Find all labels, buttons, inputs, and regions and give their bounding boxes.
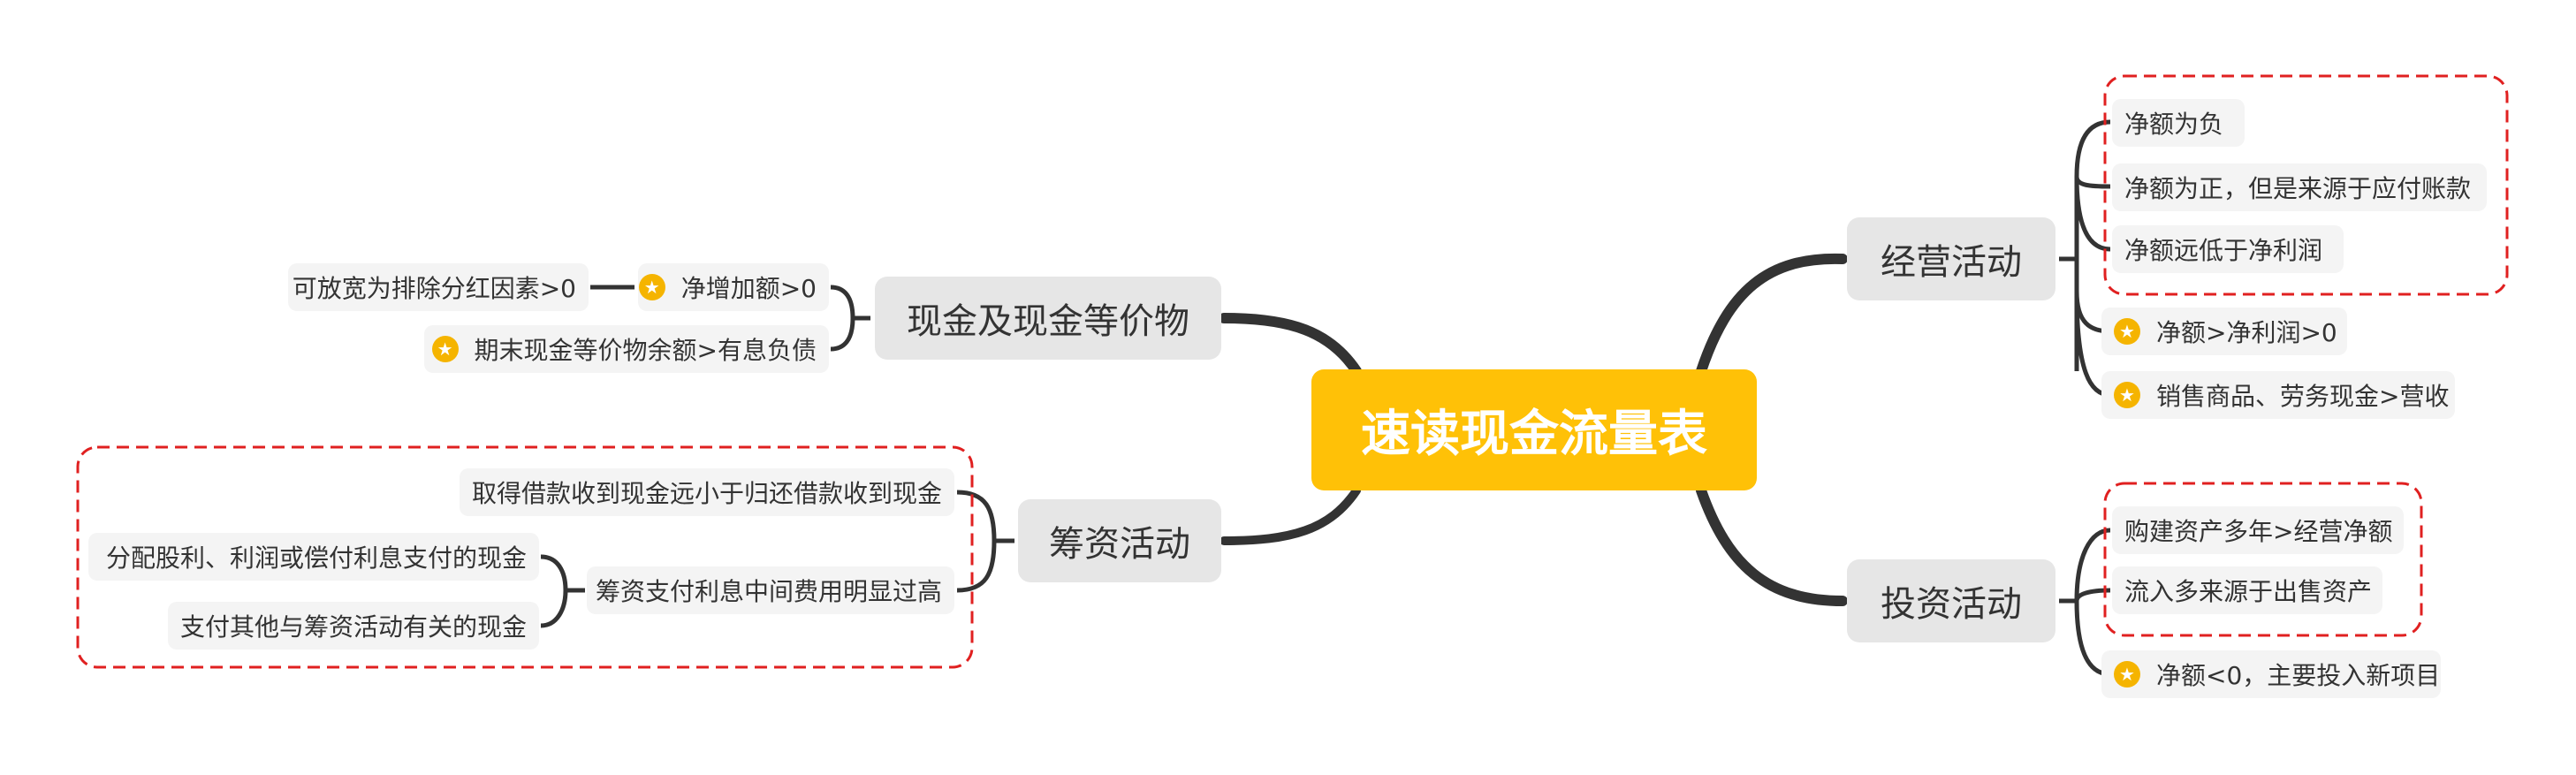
financing-item-1[interactable]: 取得借款收到现金远小于归还借款收到现金 [460, 468, 954, 516]
operating-item-5[interactable]: ★ 销售商品、劳务现金>营收 [2101, 371, 2455, 419]
financing-bracket [540, 490, 1014, 628]
financing-item-2-label: 筹资支付利息中间费用明显过高 [595, 577, 942, 606]
investing-item-1-label: 购建资产多年>经营净额 [2124, 517, 2393, 546]
investing-bracket [2059, 528, 2111, 677]
highlight-box-investing [2103, 482, 2423, 637]
cash-item-1-label: 净增加额>0 [680, 274, 817, 303]
branch-connector-investing [1696, 485, 1848, 606]
investing-item-1[interactable]: 购建资产多年>经营净额 [2112, 506, 2404, 554]
branch-investing[interactable]: 投资活动 [1847, 559, 2055, 642]
operating-item-2-label: 净额为正，但是来源于应付账款 [2124, 174, 2472, 203]
highlight-box-financing [76, 445, 974, 669]
cash-item-2-label: 期末现金等价物余额>有息负债 [474, 336, 817, 365]
branch-connector-operating [1696, 253, 1848, 376]
investing-item-3-label: 净额<0，主要投入新项目 [2156, 661, 2441, 690]
operating-item-4[interactable]: ★ 净额>净利润>0 [2101, 308, 2347, 355]
operating-item-1-label: 净额为负 [2124, 110, 2224, 139]
operating-item-3[interactable]: 净额远低于净利润 [2112, 225, 2344, 273]
operating-item-3-label: 净额远低于净利润 [2124, 236, 2323, 265]
star-icon: ★ [431, 336, 459, 362]
operating-item-1[interactable]: 净额为负 [2112, 99, 2245, 147]
branch-financing[interactable]: 筹资活动 [1018, 499, 1221, 582]
investing-item-2-label: 流入多来源于出售资产 [2124, 577, 2373, 606]
star-icon: ★ [2114, 318, 2140, 345]
cash-bracket [590, 285, 870, 352]
financing-sub-item-1[interactable]: 分配股利、利润或偿付利息支付的现金 [88, 533, 539, 581]
financing-sub-item-2[interactable]: 支付其他与筹资活动有关的现金 [168, 602, 539, 650]
branch-operating[interactable]: 经营活动 [1847, 217, 2055, 300]
cash-sub-item-label: 可放宽为排除分红因素>0 [292, 274, 576, 303]
investing-item-2[interactable]: 流入多来源于出售资产 [2112, 566, 2382, 614]
operating-item-4-label: 净额>净利润>0 [2156, 318, 2337, 347]
operating-bracket [2059, 119, 2111, 398]
operating-item-5-label: 销售商品、劳务现金>营收 [2156, 382, 2450, 411]
branch-connector-cash [1219, 313, 1362, 376]
operating-item-2[interactable]: 净额为正，但是来源于应付账款 [2112, 163, 2487, 211]
star-icon: ★ [2114, 661, 2140, 688]
investing-item-3[interactable]: ★ 净额<0，主要投入新项目 [2101, 650, 2441, 698]
financing-sub-item-2-label: 支付其他与筹资活动有关的现金 [179, 612, 527, 642]
star-icon: ★ [2114, 382, 2140, 408]
branch-connector-financing [1220, 486, 1361, 545]
root-topic[interactable]: 速读现金流量表 [1311, 369, 1757, 490]
cash-item-1[interactable]: ★ 净增加额>0 [638, 263, 829, 311]
financing-item-1-label: 取得借款收到现金远小于归还借款收到现金 [471, 479, 942, 508]
star-icon: ★ [638, 274, 665, 300]
branch-cash[interactable]: 现金及现金等价物 [875, 277, 1221, 360]
financing-sub-item-1-label: 分配股利、利润或偿付利息支付的现金 [105, 543, 527, 573]
financing-item-2[interactable]: 筹资支付利息中间费用明显过高 [587, 566, 954, 614]
highlight-box-operating [2103, 74, 2509, 296]
cash-item-2[interactable]: ★ 期末现金等价物余额>有息负债 [424, 325, 829, 373]
cash-sub-item[interactable]: 可放宽为排除分红因素>0 [288, 263, 589, 311]
